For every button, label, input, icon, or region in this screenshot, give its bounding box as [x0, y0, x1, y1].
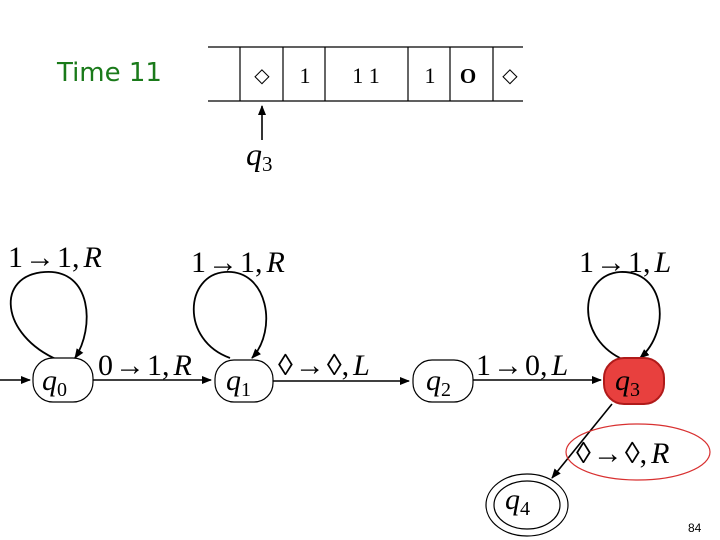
tape-cell-2: 1 — [300, 63, 311, 88]
tape-cell-6: ◇ — [502, 65, 518, 87]
tape: ◇ 1 1 1 1 O ◇ — [208, 46, 523, 102]
loop-q0 — [9, 271, 88, 361]
label-q1-q2: ◊→◊,L — [278, 349, 370, 382]
state-q2-label: q2 — [426, 364, 451, 401]
tape-head: q3 — [246, 105, 273, 176]
tape-cell-1: ◇ — [254, 65, 270, 87]
state-q3-label: q3 — [615, 364, 640, 401]
head-state-label: q3 — [246, 136, 273, 176]
label-q2-q3: 1→0,L — [476, 349, 568, 382]
edge-q3-q4 — [551, 403, 613, 479]
state-q2: q2 — [412, 359, 474, 403]
tape-cell-4: 1 — [425, 63, 436, 88]
label-q0-q1: 0→1,R — [98, 349, 192, 382]
label-loop-q1: 1→1,R — [191, 246, 285, 279]
state-q0-label: q0 — [42, 364, 67, 401]
state-q4: q4 — [485, 473, 569, 537]
state-q1: q1 — [214, 359, 274, 403]
loop-q3 — [587, 271, 661, 359]
page-number: 84 — [688, 521, 702, 535]
slide-title: Time 11 — [57, 58, 162, 88]
label-q3-q4: ◊→◊,R — [576, 437, 669, 470]
state-q3: q3 — [603, 357, 665, 405]
state-q0: q0 — [32, 357, 94, 403]
tape-cell-5: O — [460, 64, 476, 88]
tape-cell-3: 1 1 — [352, 63, 380, 88]
state-q1-label: q1 — [226, 364, 251, 401]
loop-q1 — [193, 271, 268, 359]
highlight-ellipse — [565, 423, 711, 481]
state-q4-label: q4 — [505, 483, 530, 520]
label-loop-q3: 1→1,L — [579, 246, 671, 279]
label-loop-q0: 1→1,R — [8, 241, 102, 274]
